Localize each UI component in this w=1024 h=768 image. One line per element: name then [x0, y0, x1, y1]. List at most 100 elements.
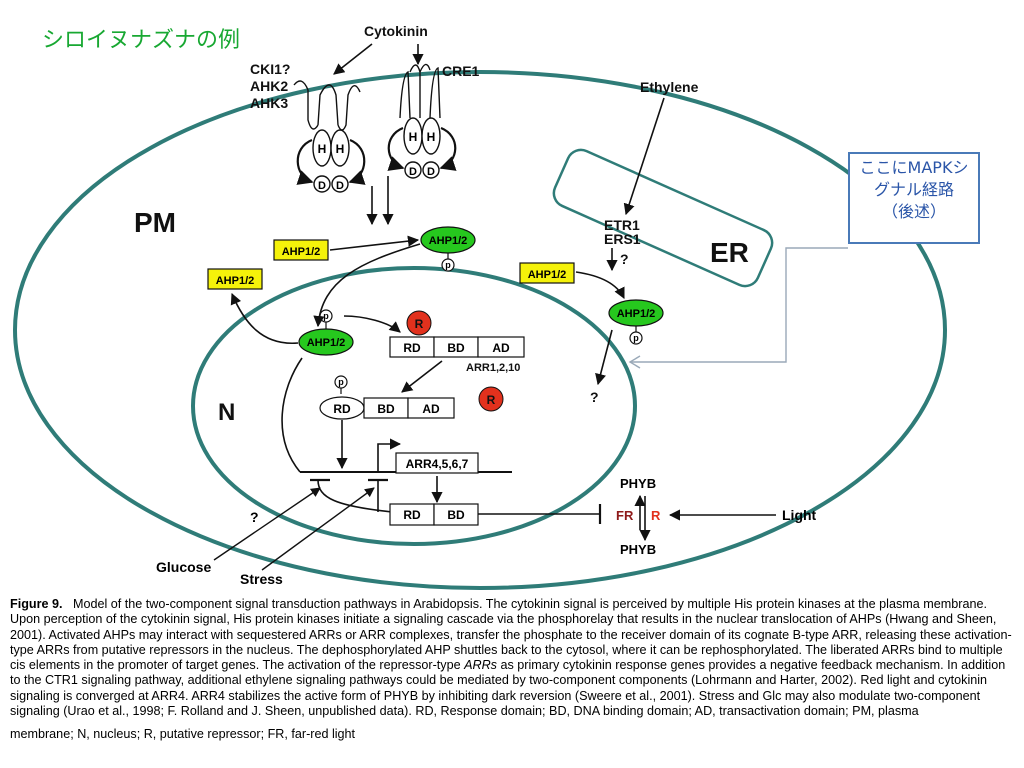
caption-label: Figure 9. [10, 597, 63, 611]
ahp-arrow [329, 235, 420, 251]
arr4-bd-label: BD [447, 508, 465, 522]
arr-released-rd-label: RD [333, 402, 351, 416]
receptor-right-tm [399, 63, 441, 119]
nucleus-membrane [191, 266, 637, 546]
d-domain [331, 175, 349, 193]
ahp-shuttle-arrow [230, 292, 299, 344]
arr-target-gene-label: ARR4,5,6,7 [406, 457, 469, 471]
receptor-label-cki1: CKI1? [250, 61, 290, 77]
phosphotransfer-arrow [296, 138, 314, 185]
d-domain [404, 161, 422, 179]
etr1-label: ETR1 [604, 217, 640, 233]
slide-title: シロイヌナズナの例 [42, 28, 241, 53]
d-domain-label: D [427, 166, 435, 178]
transcription-start-arrow [377, 438, 402, 472]
d-domain [422, 161, 440, 179]
phyb-top-label: PHYB [620, 476, 656, 491]
h-domain-label: H [318, 142, 327, 156]
ahp-oval-label: AHP1/2 [617, 308, 656, 320]
phosphate [441, 258, 455, 272]
arr-rd-label: RD [403, 341, 421, 355]
feedback-inhibition [317, 479, 393, 513]
note-connector [630, 247, 848, 363]
cytokinin-arrow-left [333, 43, 373, 75]
arr-release-arrow [401, 360, 443, 393]
arr-ad-label: AD [492, 341, 510, 355]
ethylene-arrow [623, 97, 665, 216]
ahp-oval-label: AHP1/2 [429, 235, 468, 247]
h-domain-label: H [427, 130, 436, 144]
caption-text: membrane; N, nucleus; R, putative repres… [10, 727, 356, 742]
phosphate [334, 375, 348, 389]
ahp-box-label: AHP1/2 [528, 269, 567, 281]
phosphotransfer-arrow [439, 126, 457, 171]
label-n: N [218, 399, 235, 426]
arr4-rd-label: RD [403, 508, 421, 522]
phosphate-label: p [633, 333, 639, 343]
ethylene-label: Ethylene [640, 79, 699, 95]
repressor [478, 386, 504, 412]
caption-italic: ARRs [464, 658, 497, 673]
r-label: R [651, 508, 661, 523]
mapk-note-box: ここにMAPKシ グナル経路 （後述） [848, 152, 980, 244]
etr-question: ? [620, 251, 629, 267]
receptor-label-ahk2: AHK2 [250, 78, 288, 94]
label-pm: PM [134, 207, 176, 238]
receptor-label-cre1: CRE1 [442, 63, 480, 79]
glucose-arrow [213, 487, 321, 561]
d-domain-label: D [318, 180, 326, 192]
stress-label: Stress [240, 571, 283, 587]
phosphotransfer-arrow [348, 138, 366, 185]
h-domain-label: H [409, 130, 418, 144]
receptor-left-tm [293, 80, 361, 131]
ahp-to-nucleus-arrow [313, 243, 421, 328]
d-domain-label: D [336, 180, 344, 192]
d-domain-label: D [409, 166, 417, 178]
arr-bd-label: BD [447, 341, 465, 355]
phosphate [629, 331, 643, 345]
glucose-label: Glucose [156, 559, 211, 575]
repressor-label: R [415, 317, 424, 331]
light-label: Light [782, 507, 817, 523]
h-domain-label: H [336, 142, 345, 156]
ahp-box-label: AHP1/2 [216, 275, 255, 287]
note-line: （後述） [881, 202, 946, 221]
arr-released-ad [407, 397, 455, 419]
figure-caption: Figure 9. Model of the two-component sig… [10, 597, 1014, 743]
ahp-to-arr-arrow [343, 315, 401, 333]
phosphotransfer-arrow [387, 126, 405, 171]
arr-released-bd-label: BD [377, 402, 395, 416]
ahp-box [273, 239, 329, 261]
cytokinin-label: Cytokinin [364, 23, 428, 39]
ahp-unknown-question: ? [590, 389, 599, 405]
arr-target-gene [395, 452, 479, 474]
arr-released-ad-label: AD [422, 402, 440, 416]
ahp-box-label: AHP1/2 [282, 246, 321, 258]
ers1-label: ERS1 [604, 231, 641, 247]
ahp-box [519, 262, 575, 284]
receptor-label-ahk3: AHK3 [250, 95, 288, 111]
arr-ad-domain [477, 336, 525, 358]
glucose-question: ? [250, 509, 259, 525]
caption-text: as primary cytokinin response genes prov… [10, 658, 1006, 719]
etr-ahp-arrow [575, 271, 625, 300]
phosphate-label: p [338, 377, 344, 387]
er-compartment [552, 148, 774, 288]
fr-label: FR [616, 508, 634, 523]
h-domain [421, 117, 441, 155]
ahp-unknown-arrow [595, 329, 613, 386]
caption-text: Model of the two-component signal transd… [10, 597, 1012, 673]
ahp-oval-label: AHP1/2 [307, 337, 346, 349]
ahp-return-inhibition [281, 357, 303, 473]
phosphate-label: p [445, 260, 451, 270]
phyb-bottom-label: PHYB [620, 542, 656, 557]
d-domain [313, 175, 331, 193]
h-domain [330, 129, 350, 167]
stress-arrow [261, 487, 375, 571]
phosphate-label: p [323, 311, 329, 321]
note-line: グナル経路 [873, 180, 954, 199]
arr-bound-label: ARR1,2,10 [466, 362, 520, 374]
ahp-box [207, 268, 263, 290]
note-line: ここにMAPKシ [859, 158, 969, 177]
